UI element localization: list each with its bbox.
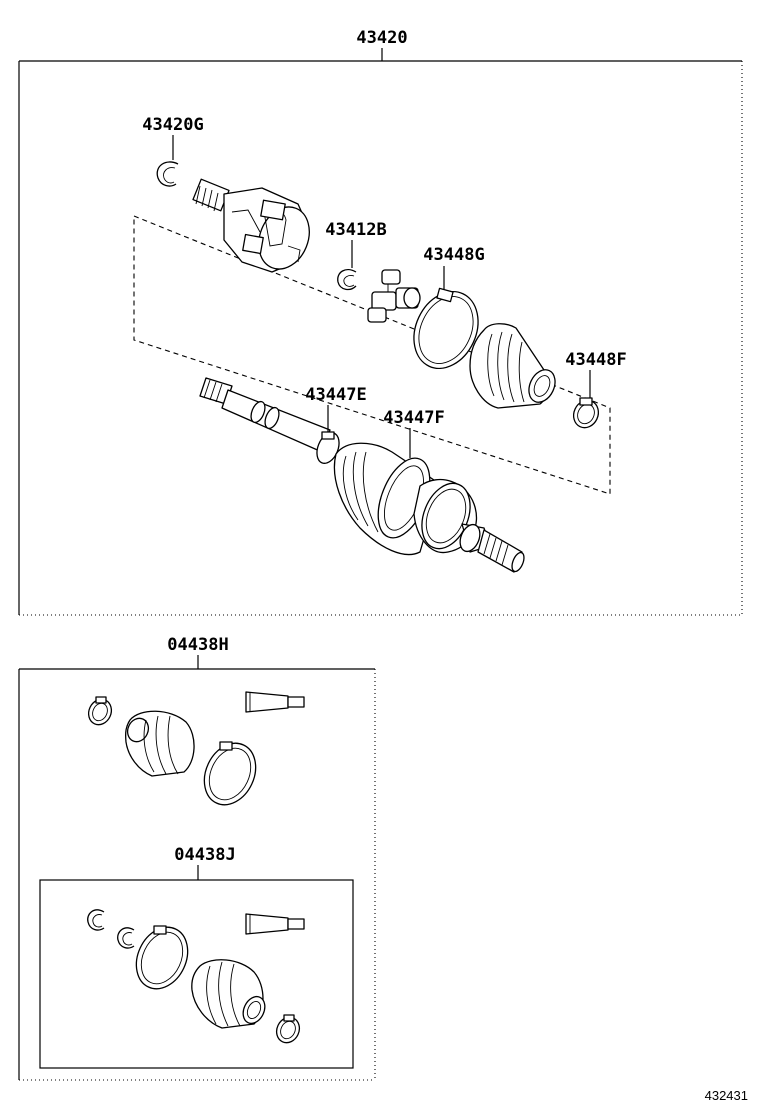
boot-clamp-43448f <box>572 397 600 429</box>
boot-kit-frame-h <box>18 668 376 1081</box>
boot-kit-frame-j <box>39 879 354 1069</box>
label-43420g[interactable]: 43420G <box>142 115 203 135</box>
kit-h-boot <box>124 710 195 777</box>
kit-h-grease-tube <box>245 691 305 713</box>
boot-clamp-43448g <box>413 287 479 370</box>
kit-j-large-clamp <box>135 925 189 990</box>
label-43447e[interactable]: 43447E <box>305 385 366 405</box>
assembly-number-label[interactable]: 43420 <box>356 28 407 48</box>
assembly-frame <box>18 60 743 616</box>
tripod-joint <box>367 269 421 323</box>
kit-j-small-clamp <box>275 1014 301 1044</box>
label-04438j[interactable]: 04438J <box>174 845 235 865</box>
kit-h-small-clamp <box>87 696 113 726</box>
label-43448g[interactable]: 43448G <box>423 245 484 265</box>
kit-j-grease-tube <box>245 913 305 935</box>
kit-h-large-clamp <box>203 741 257 806</box>
outboard-joint <box>333 442 525 573</box>
kit-j-boot <box>191 959 266 1029</box>
snap-ring-43412b <box>337 268 357 291</box>
label-43412b[interactable]: 43412B <box>325 220 386 240</box>
label-43447f[interactable]: 43447F <box>383 408 444 428</box>
label-04438h[interactable]: 04438H <box>167 635 228 655</box>
drive-shaft <box>199 377 331 453</box>
inboard-boot <box>469 323 556 409</box>
label-43448f[interactable]: 43448F <box>565 350 626 370</box>
figure-number: 432431 <box>705 1088 748 1103</box>
kit-j-snap-ring-2 <box>117 927 135 949</box>
boot-clamp-43447e <box>316 431 340 464</box>
inboard-joint-housing <box>192 178 310 273</box>
kit-j-snap-ring-1 <box>87 909 105 931</box>
